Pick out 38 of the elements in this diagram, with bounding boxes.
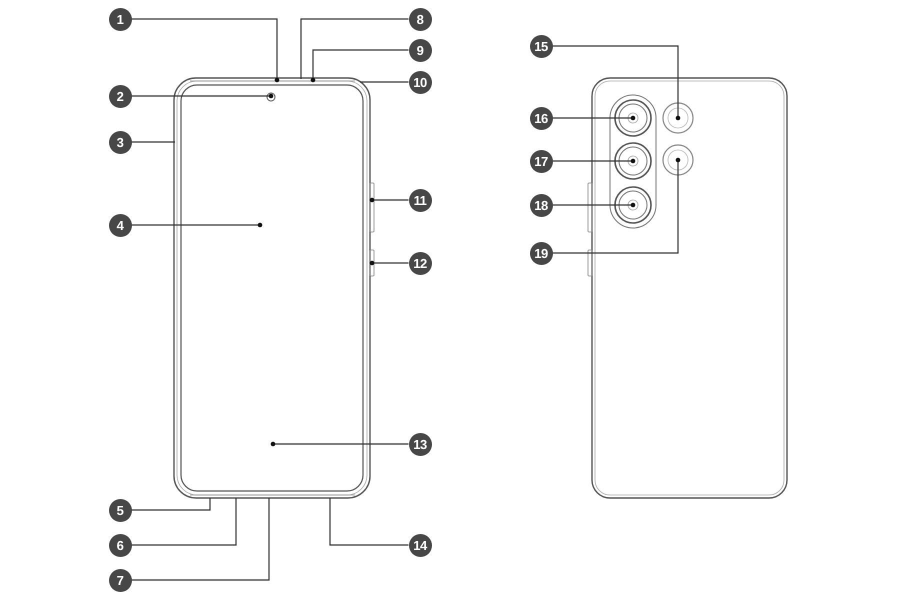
callout-number: 11 (408, 188, 432, 212)
callout-number: 8 (408, 8, 432, 30)
callout-number: 1 (108, 8, 132, 30)
callout-number: 17 (530, 150, 552, 172)
leader-line (370, 198, 408, 202)
leader-line (132, 222, 262, 228)
leader-line (552, 45, 680, 120)
callout-number: 7 (108, 568, 132, 592)
callout-number: 13 (408, 432, 432, 456)
leader-line (310, 49, 408, 82)
leader-line (132, 498, 270, 581)
leader-line (552, 158, 636, 164)
leader-line (360, 81, 408, 83)
callout-number: 3 (108, 130, 132, 154)
callout-number: 5 (108, 498, 132, 522)
callout-number: 6 (108, 534, 132, 556)
callout-number: 4 (108, 214, 132, 236)
leader-line (132, 141, 175, 143)
leader-line (552, 116, 636, 120)
leader-line (552, 158, 680, 254)
leader-line (270, 442, 408, 446)
leader-line (370, 260, 408, 266)
leader-line (132, 498, 237, 546)
callout-number: 10 (408, 70, 432, 94)
callout-number: 18 (530, 194, 552, 216)
callout-number: 16 (530, 106, 552, 130)
callout-number: 15 (530, 34, 552, 58)
callout-number: 19 (530, 242, 552, 264)
leader-line (132, 498, 211, 511)
leader-line (132, 94, 274, 98)
callout-number: 14 (408, 534, 432, 556)
callout-number: 9 (408, 38, 432, 62)
callout-number: 2 (108, 84, 132, 108)
leader-line (329, 498, 408, 546)
leader-line (552, 202, 636, 208)
callout-number: 12 (408, 252, 432, 274)
leader-line (300, 18, 408, 79)
leader-line (132, 18, 280, 82)
